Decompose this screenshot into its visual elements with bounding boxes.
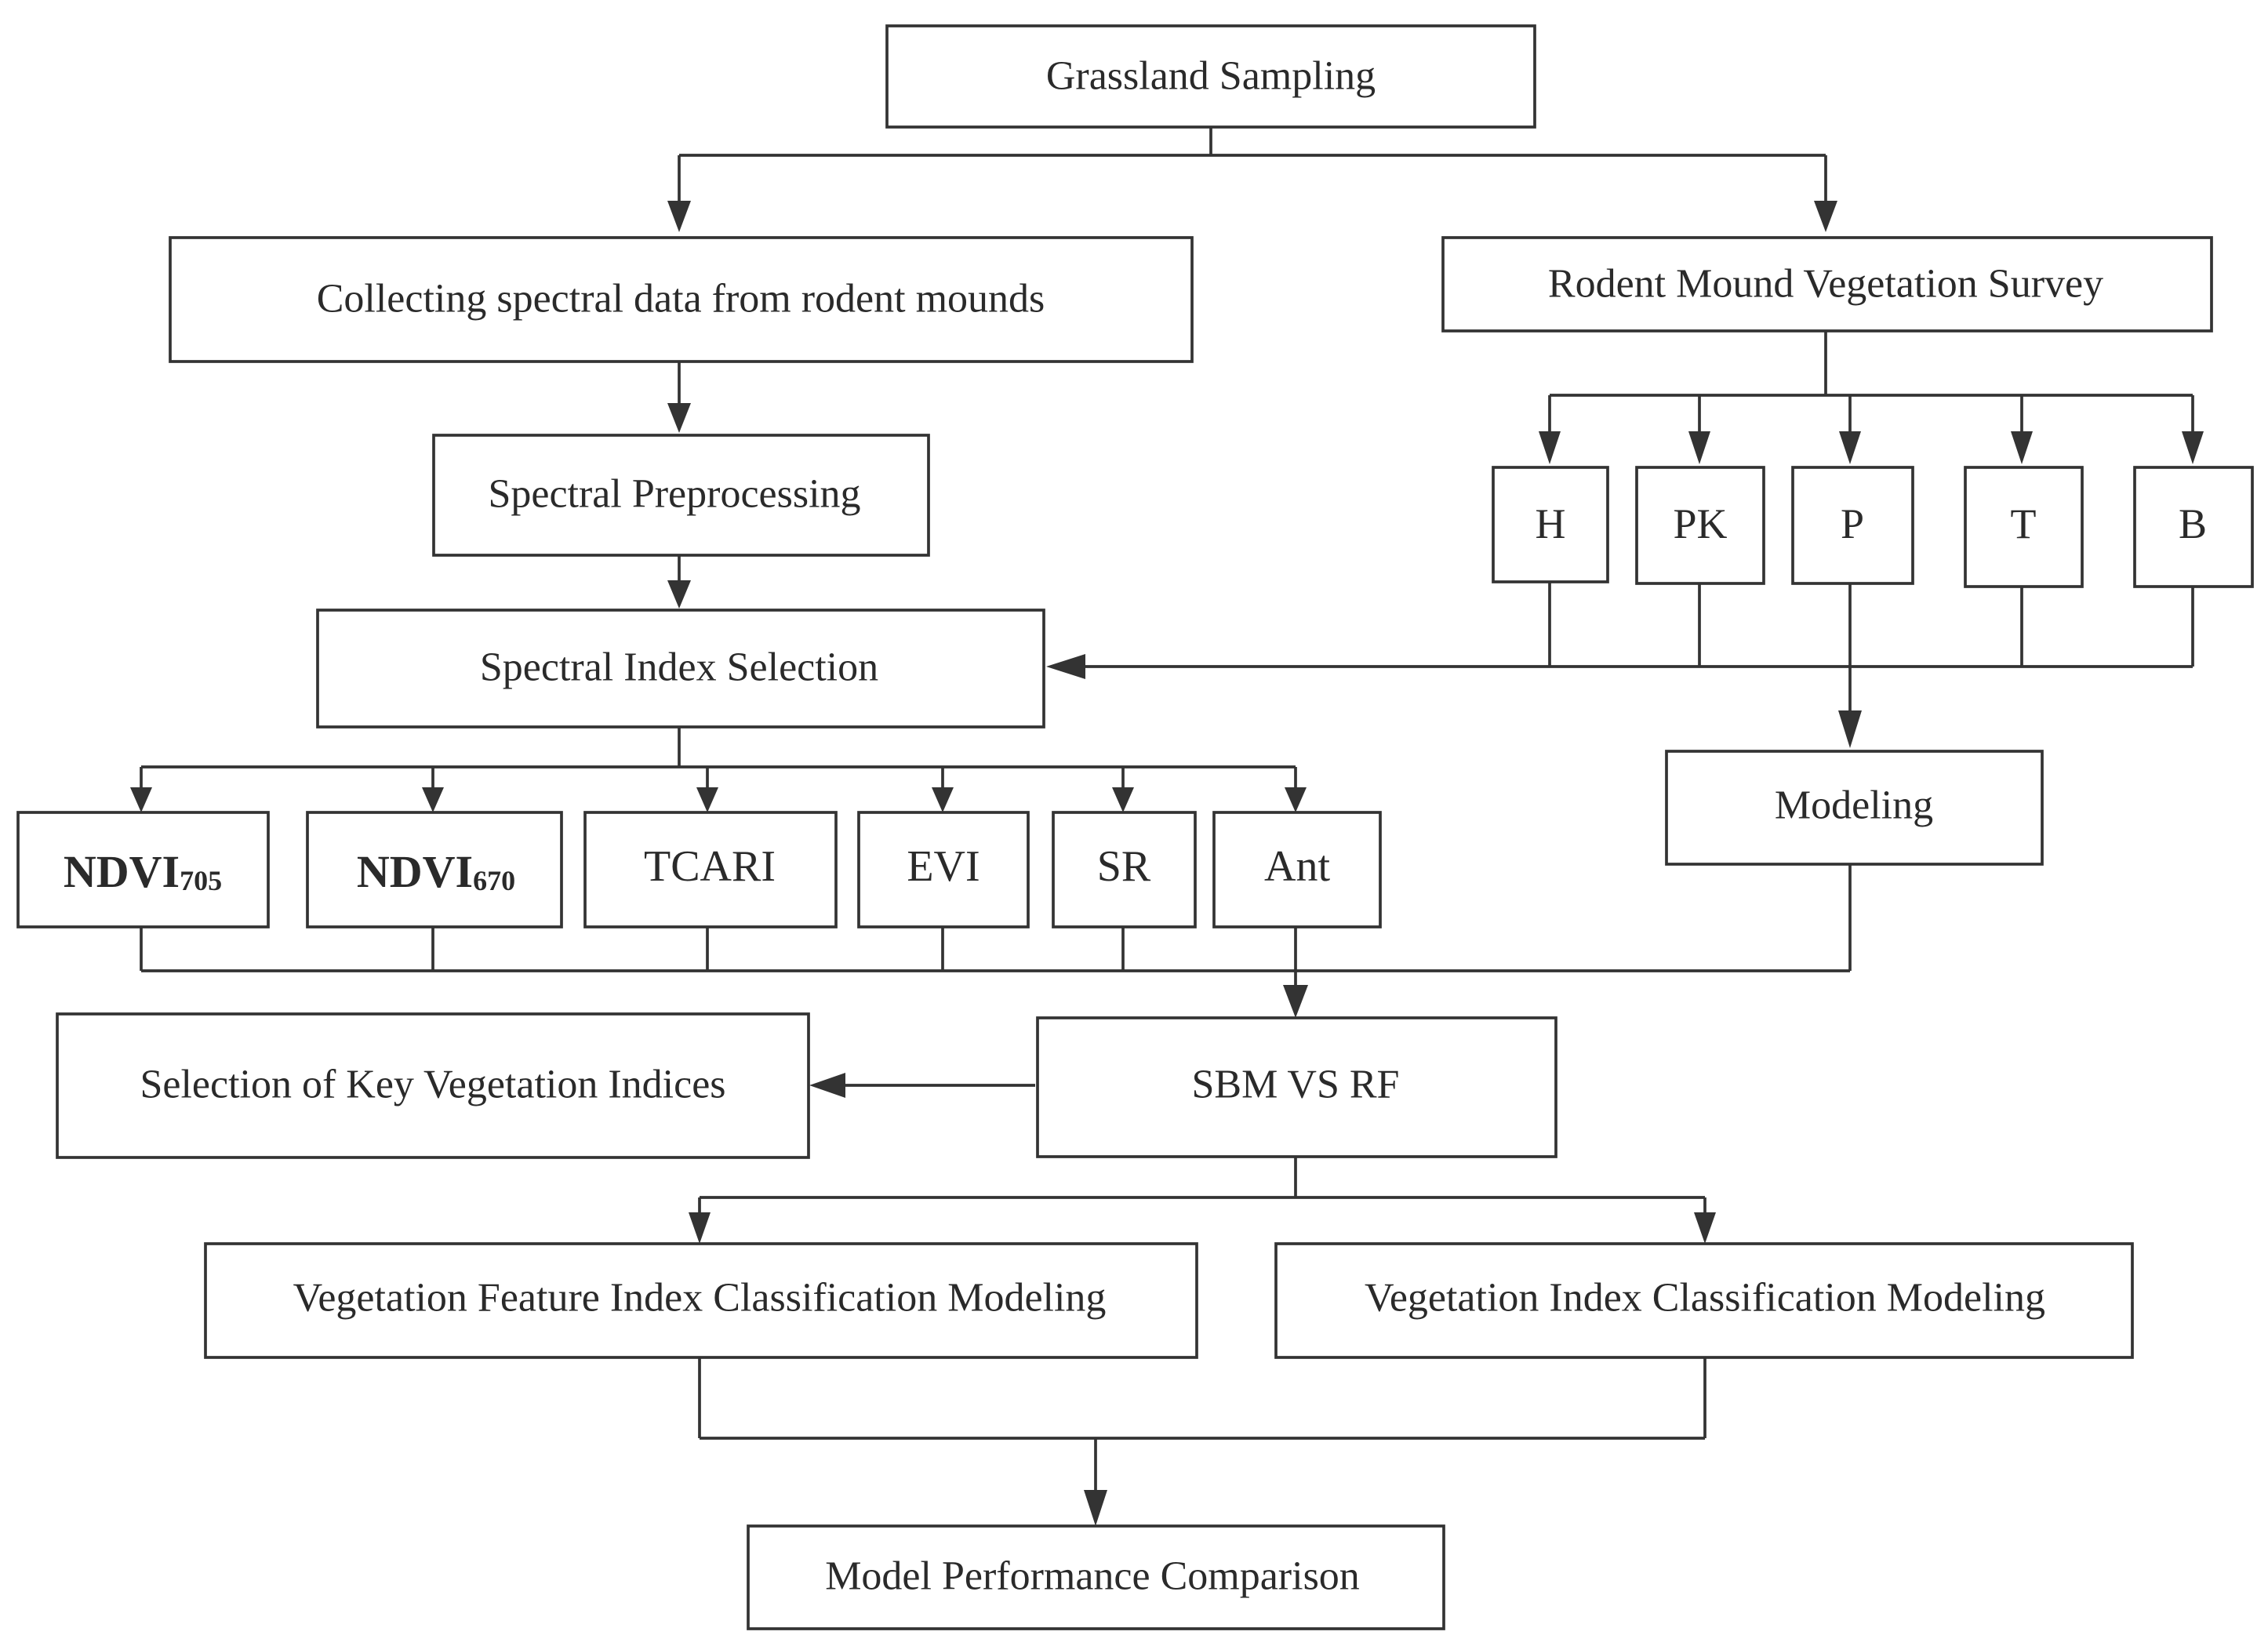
connector-modeling-merge xyxy=(698,1357,1706,1495)
ndvi670-main-text: NDVI xyxy=(357,846,473,897)
arrow-to-b xyxy=(2182,431,2204,464)
arrow-to-h xyxy=(1539,431,1561,464)
node-variable-b: B xyxy=(2133,466,2254,588)
arrow-to-model-comparison xyxy=(1084,1490,1107,1526)
node-index-modeling-label: Vegetation Index Classification Modeling xyxy=(1365,1276,2045,1321)
node-feature-index-modeling: Vegetation Feature Index Classification … xyxy=(204,1242,1198,1359)
connector-sbm-split xyxy=(698,1157,1706,1217)
arrow-to-collecting xyxy=(667,201,691,232)
arrow-to-evi xyxy=(932,787,954,812)
node-rodent-mound-survey: Rodent Mound Vegetation Survey xyxy=(1441,236,2213,332)
arrowheads xyxy=(130,201,2204,1526)
connector-variables-merge xyxy=(1082,582,2194,668)
node-index-sr-label: SR xyxy=(1097,842,1151,891)
node-index-ndvi670: NDVI670 xyxy=(306,811,563,928)
connector-indices-merge xyxy=(140,864,1852,990)
node-spectral-preprocessing: Spectral Preprocessing xyxy=(432,434,930,557)
node-index-tcari-label: TCARI xyxy=(644,842,776,891)
node-variable-b-label: B xyxy=(2179,500,2207,547)
node-grassland-sampling-label: Grassland Sampling xyxy=(1046,54,1376,99)
arrow-variables-to-index-selection xyxy=(1046,654,1085,679)
node-spectral-index-selection-label: Spectral Index Selection xyxy=(480,645,878,690)
node-spectral-index-selection: Spectral Index Selection xyxy=(316,609,1045,729)
node-index-ant: Ant xyxy=(1212,811,1382,928)
node-sbm-vs-rf: SBM VS RF xyxy=(1036,1016,1557,1158)
node-modeling-label: Modeling xyxy=(1775,783,1933,828)
arrow-to-ndvi705 xyxy=(130,787,152,812)
connector-sampling-split xyxy=(678,127,1827,205)
node-variable-p: P xyxy=(1791,466,1914,585)
node-index-ndvi705-label: NDVI705 xyxy=(64,846,222,897)
node-model-performance-comparison: Model Performance Comparison xyxy=(747,1524,1445,1630)
node-feature-index-modeling-label: Vegetation Feature Index Classification … xyxy=(293,1276,1107,1321)
node-variable-pk-label: PK xyxy=(1673,500,1727,547)
node-index-ndvi670-label: NDVI670 xyxy=(357,846,515,897)
ndvi705-main-text: NDVI xyxy=(64,846,180,897)
ndvi670-subscript: 670 xyxy=(473,865,515,896)
arrow-to-preprocessing xyxy=(667,403,691,433)
node-grassland-sampling: Grassland Sampling xyxy=(885,24,1536,129)
ndvi705-subscript: 705 xyxy=(180,865,222,896)
node-variable-h-label: H xyxy=(1536,500,1566,547)
connector-survey-split xyxy=(1548,331,2194,436)
arrow-to-ndvi670 xyxy=(422,787,444,812)
node-rodent-mound-survey-label: Rodent Mound Vegetation Survey xyxy=(1548,262,2103,307)
node-variable-p-label: P xyxy=(1841,500,1864,547)
arrow-to-tcari xyxy=(696,787,718,812)
node-model-performance-comparison-label: Model Performance Comparison xyxy=(825,1554,1360,1599)
connector-index-split xyxy=(140,727,1297,792)
node-index-ant-label: Ant xyxy=(1264,842,1330,891)
node-variable-t: T xyxy=(1964,466,2084,588)
arrow-to-sbm xyxy=(1283,985,1308,1018)
node-spectral-preprocessing-label: Spectral Preprocessing xyxy=(488,472,860,517)
arrow-to-index-modeling xyxy=(1694,1212,1716,1244)
node-index-tcari: TCARI xyxy=(583,811,838,928)
node-sbm-vs-rf-label: SBM VS RF xyxy=(1192,1063,1400,1107)
node-key-vegetation-indices: Selection of Key Vegetation Indices xyxy=(56,1012,810,1159)
node-collecting-spectral-data-label: Collecting spectral data from rodent mou… xyxy=(317,277,1045,322)
node-index-evi: EVI xyxy=(857,811,1030,928)
node-index-modeling: Vegetation Index Classification Modeling xyxy=(1274,1242,2134,1359)
arrow-to-pk xyxy=(1688,431,1710,464)
node-key-vegetation-indices-label: Selection of Key Vegetation Indices xyxy=(140,1063,725,1107)
arrow-to-t xyxy=(2011,431,2033,464)
node-index-ndvi705: NDVI705 xyxy=(16,811,270,928)
arrow-to-key-indices xyxy=(809,1073,845,1098)
arrow-to-survey xyxy=(1814,201,1837,232)
node-collecting-spectral-data: Collecting spectral data from rodent mou… xyxy=(169,236,1194,363)
node-index-evi-label: EVI xyxy=(907,842,980,891)
node-modeling: Modeling xyxy=(1665,750,2044,866)
node-variable-pk: PK xyxy=(1635,466,1765,585)
arrow-to-index-selection xyxy=(667,580,691,609)
node-variable-t-label: T xyxy=(2011,500,2037,547)
connectors xyxy=(140,127,2194,1495)
arrow-to-sr xyxy=(1112,787,1134,812)
node-variable-h: H xyxy=(1492,466,1609,583)
arrow-to-modeling xyxy=(1838,710,1862,748)
arrow-to-p xyxy=(1839,431,1861,464)
arrow-to-feature-index-modeling xyxy=(689,1212,711,1244)
arrow-to-ant xyxy=(1285,787,1307,812)
node-index-sr: SR xyxy=(1052,811,1197,928)
